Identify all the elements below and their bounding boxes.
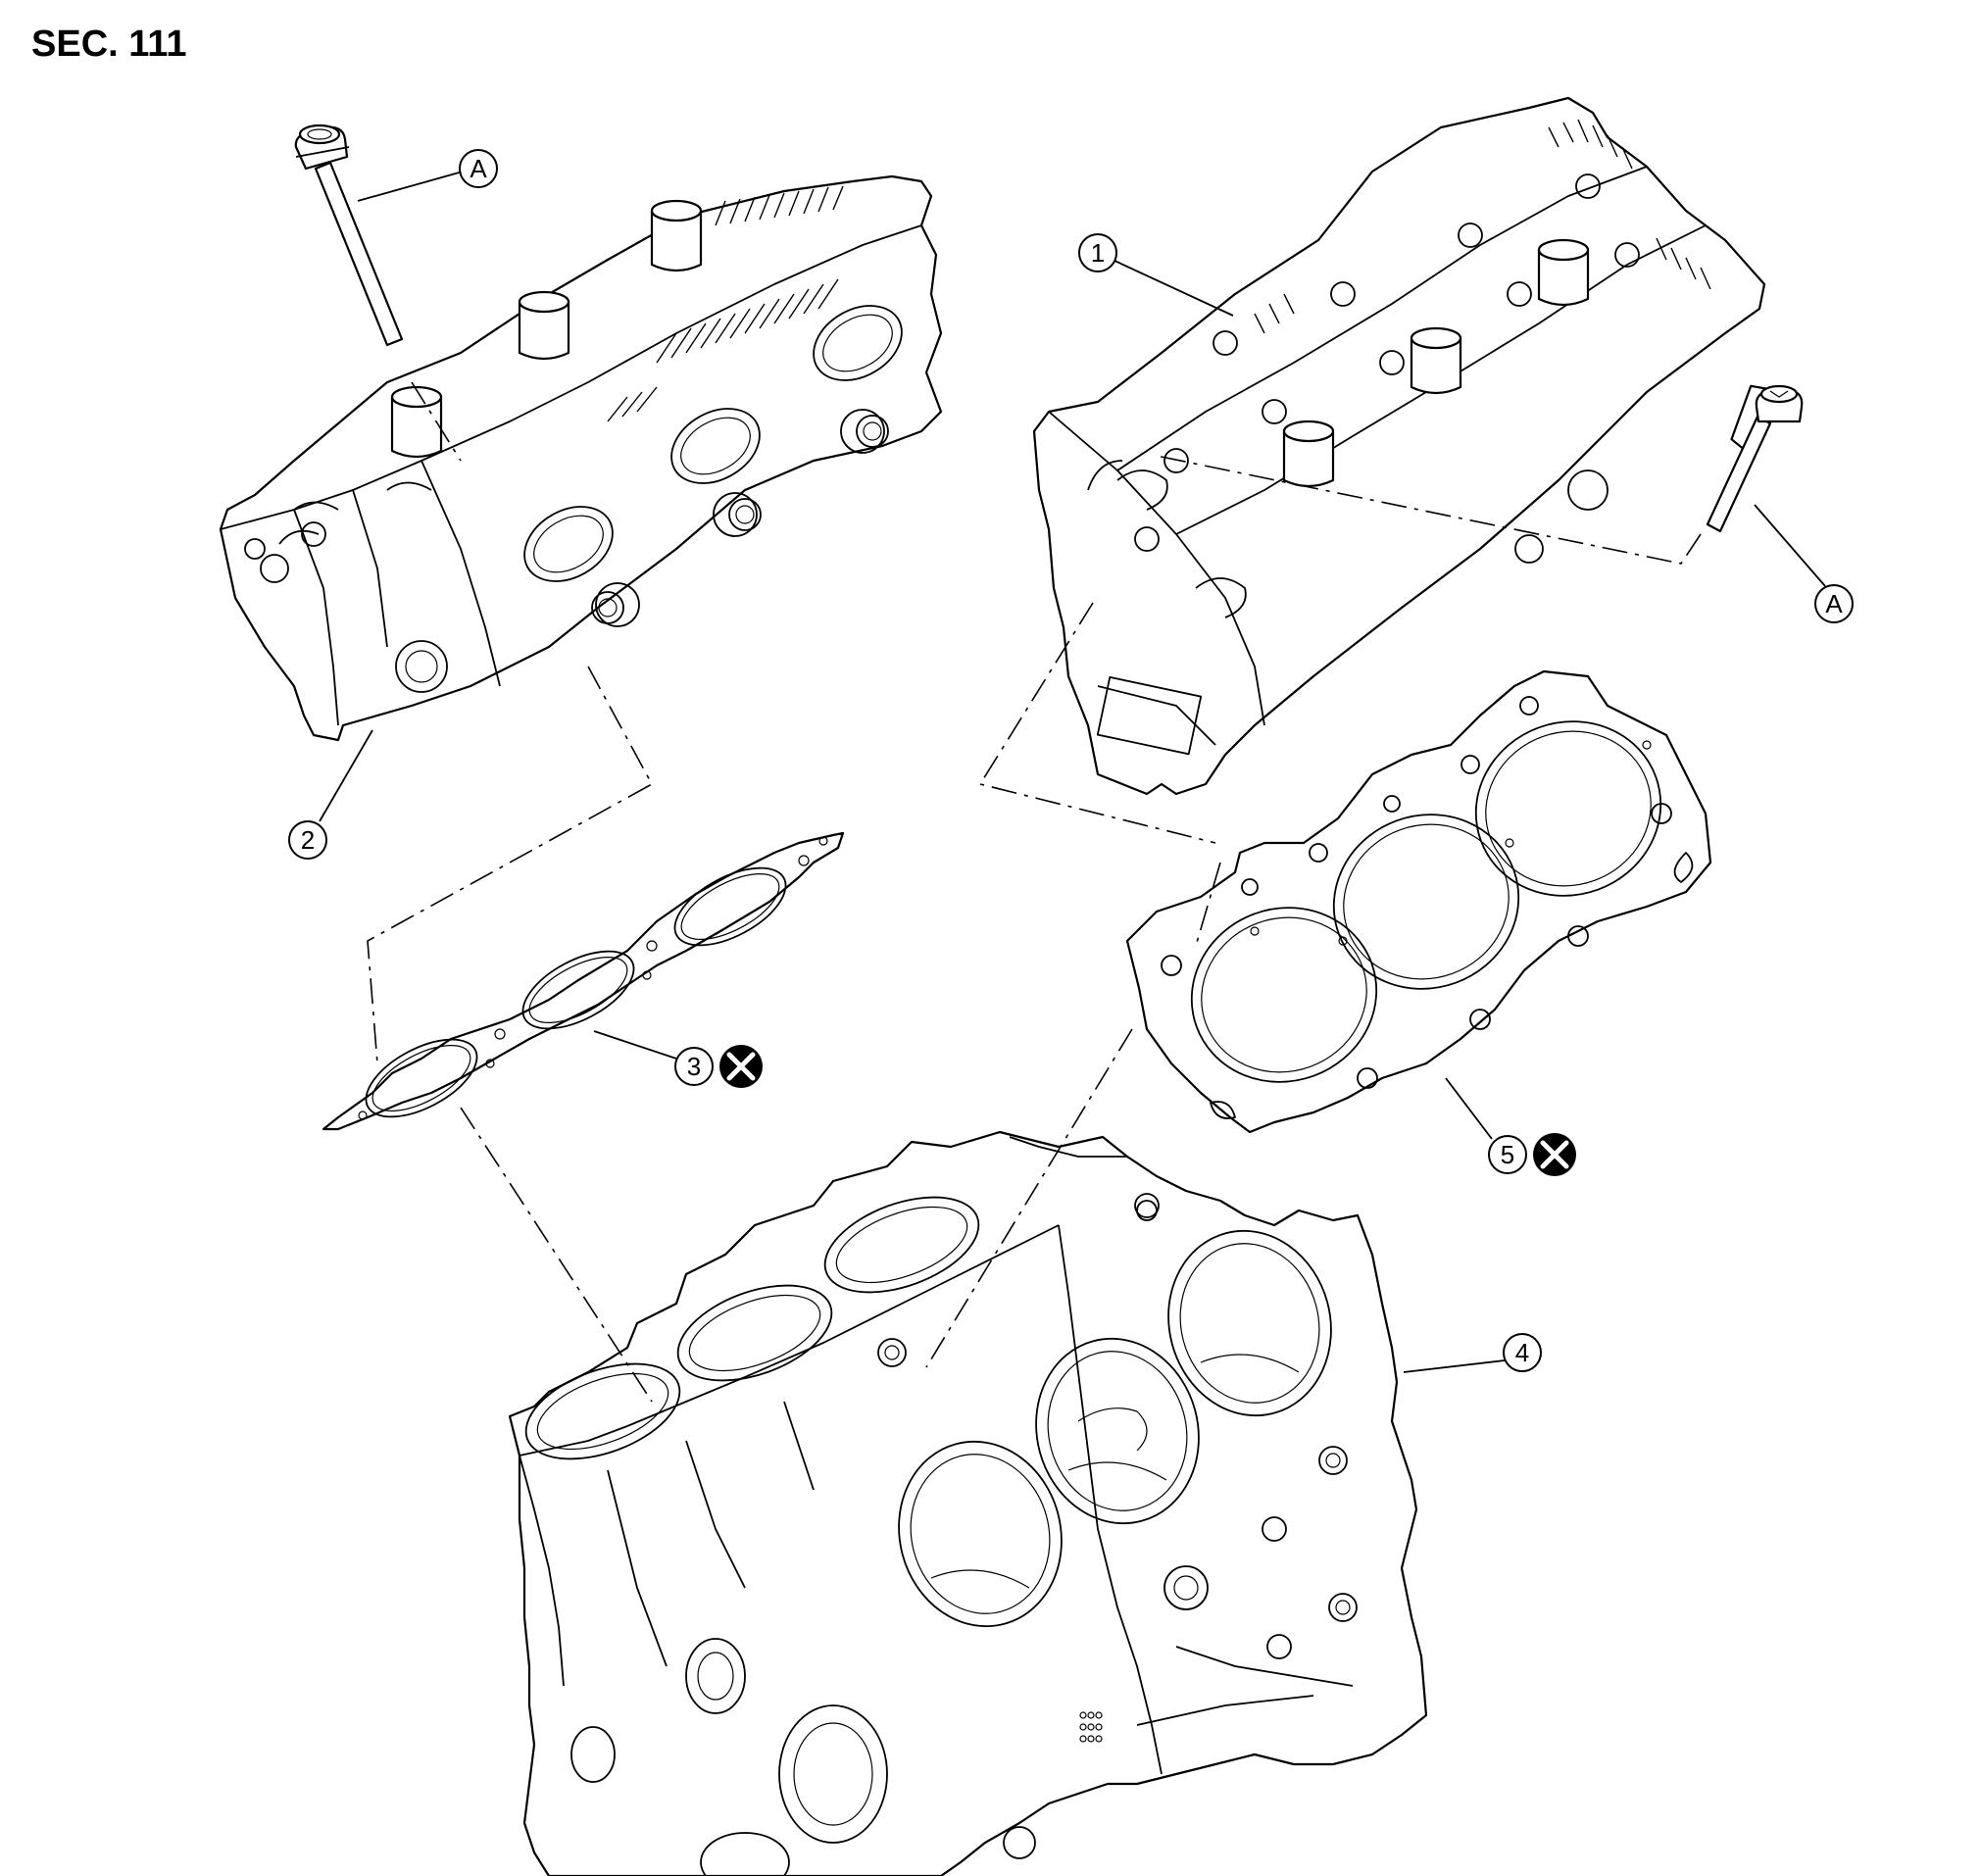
callout-label: 4: [1515, 1338, 1529, 1367]
callout-3: 3: [593, 1030, 763, 1088]
block-id-marks: [1079, 1711, 1103, 1743]
valve-lifters-right: [1282, 238, 1590, 488]
callout-4: 4: [1403, 1333, 1542, 1373]
callout-2: 2: [288, 729, 373, 860]
left-cylinder-head: [219, 174, 943, 742]
no-reuse-icon: [719, 1045, 763, 1088]
callout-5: 5: [1445, 1077, 1576, 1176]
head-hatching-right: [1254, 119, 1711, 334]
callout-label: A: [1825, 589, 1843, 618]
callout-1: 1: [1078, 233, 1234, 317]
head-hatching-left: [607, 185, 844, 422]
head-gasket-right: [1125, 669, 1712, 1134]
no-reuse-icon: [1533, 1133, 1576, 1176]
callout-label: 5: [1501, 1140, 1514, 1169]
callout-label: 2: [301, 825, 315, 855]
right-cylinder-head: [1032, 96, 1766, 796]
head-gasket-left: [322, 831, 845, 1131]
section-label: SEC. 111: [31, 24, 187, 65]
callout-a-right: A: [1754, 504, 1854, 623]
callout-a-left: A: [357, 149, 498, 202]
head-bolt-right: [1706, 384, 1804, 533]
cylinder-block: [508, 1130, 1428, 1876]
assembly-lines: [367, 381, 1702, 1403]
callout-label: A: [470, 154, 487, 183]
callout-label: 3: [687, 1052, 701, 1081]
valve-lifters-left: [390, 199, 703, 459]
head-bolt-left: [294, 123, 404, 347]
callout-label: 1: [1091, 238, 1105, 268]
